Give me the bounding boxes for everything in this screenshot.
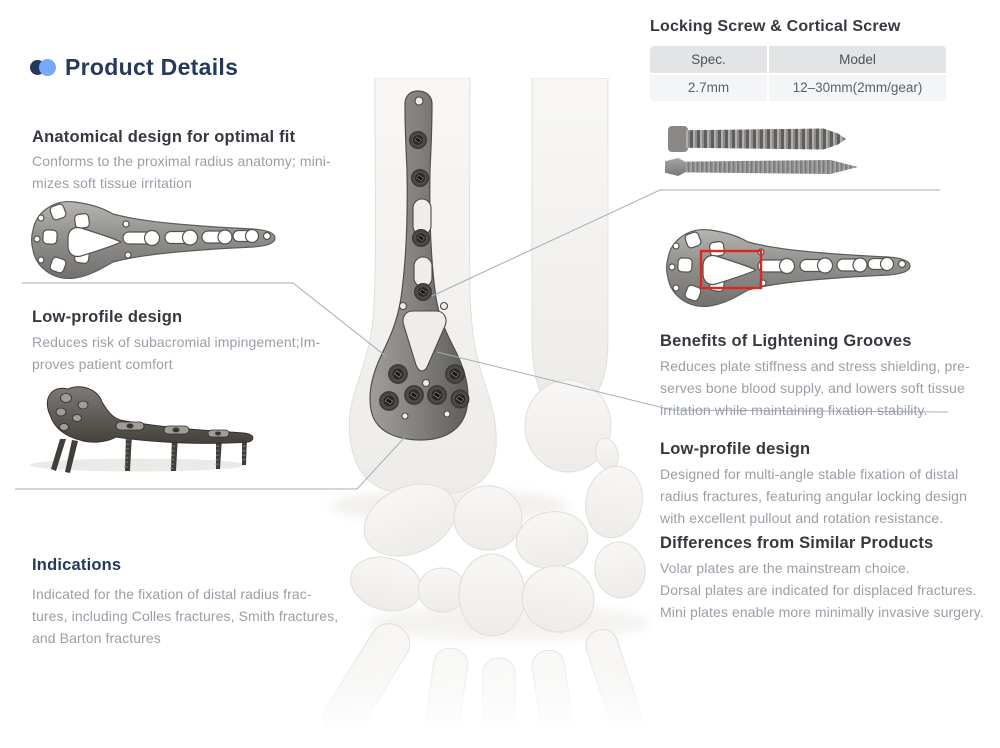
- table-header-row: Spec. Model: [650, 46, 946, 73]
- heading-low-profile-left: Low-profile design: [32, 308, 183, 326]
- leader-side-plate: [15, 436, 406, 490]
- body-line: Volar plates are the mainstream choice.: [660, 560, 910, 576]
- body-line: Reduces risk of subacromial impingement;…: [32, 334, 321, 350]
- cortical-screw-image: [665, 157, 859, 177]
- leader-anatomical-plate: [22, 282, 388, 358]
- body-line: mizes soft tissue irritation: [32, 175, 192, 191]
- text-low-profile-left: Reduces risk of subacromial impingement;…: [32, 331, 352, 375]
- body-line: with excellent pullout and rotation resi…: [660, 510, 944, 526]
- volar-plate-top-view-image: [30, 201, 276, 279]
- body-line: proves patient comfort: [32, 356, 173, 372]
- page-header: Product Details: [30, 50, 238, 84]
- ulna-head: [524, 379, 612, 473]
- product-details-icon: [30, 58, 58, 76]
- body-line: irritation while maintaining fixation st…: [660, 402, 928, 418]
- heading-indications: Indications: [32, 556, 122, 574]
- body-line: radius fractures, featuring angular lock…: [660, 488, 967, 504]
- text-indications: Indicated for the fixation of distal rad…: [32, 583, 362, 649]
- table-cell-model: 12–30mm(2mm/gear): [769, 75, 946, 101]
- heading-low-profile-right: Low-profile design: [660, 440, 811, 458]
- table-row: 2.7mm 12–30mm(2mm/gear): [650, 75, 946, 101]
- leader-grooves: [436, 351, 949, 413]
- table-header-spec: Spec.: [650, 46, 767, 73]
- wrist-anatomy-illustration: [320, 78, 680, 748]
- locking-screw-image: [668, 126, 848, 152]
- table-header-model: Model: [769, 46, 946, 73]
- bottom-fade: [320, 634, 680, 748]
- table-cell-spec: 2.7mm: [650, 75, 767, 101]
- cortical-screw-shaft: [686, 160, 858, 174]
- plate-cutouts: [398, 96, 451, 420]
- body-line: Indicated for the fixation of distal rad…: [32, 586, 312, 602]
- plate-groove-highlight-image: [665, 229, 911, 307]
- body-line: Dorsal plates are indicated for displace…: [660, 582, 977, 598]
- locking-screw-shaft: [686, 128, 846, 150]
- leader-screws: [431, 189, 940, 297]
- heading-screws: Locking Screw & Cortical Screw: [650, 18, 901, 35]
- heading-anatomical-design: Anatomical design for optimal fit: [32, 128, 296, 146]
- text-benefits: Reduces plate stiffness and stress shiel…: [660, 355, 970, 421]
- body-line: serves bone blood supply, and lowers sof…: [660, 380, 965, 396]
- cortical-screw-head: [665, 158, 689, 176]
- page-title: Product Details: [65, 53, 239, 80]
- body-line: Designed for multi-angle stable fixation…: [660, 466, 959, 482]
- carpal-bones: [350, 465, 646, 637]
- text-differences: Volar plates are the mainstream choice. …: [660, 557, 990, 623]
- light-dot-icon: [39, 59, 56, 76]
- groove-highlight-box: [699, 249, 763, 290]
- heading-benefits: Benefits of Lightening Grooves: [660, 332, 912, 350]
- screw-spec-table: Spec. Model 2.7mm 12–30mm(2mm/gear): [650, 46, 946, 103]
- text-low-profile-right: Designed for multi-angle stable fixation…: [660, 463, 980, 529]
- body-line: and Barton fractures: [32, 630, 161, 646]
- body-line: Reduces plate stiffness and stress shiel…: [660, 358, 970, 374]
- body-line: Mini plates enable more minimally invasi…: [660, 604, 984, 620]
- text-anatomical-design: Conforms to the proximal radius anatomy;…: [32, 150, 352, 194]
- heading-differences: Differences from Similar Products: [660, 534, 934, 552]
- body-line: Conforms to the proximal radius anatomy;…: [32, 153, 331, 169]
- locking-screw-head: [668, 126, 688, 152]
- plate-side-view-image: [30, 386, 254, 473]
- body-line: tures, including Colles fractures, Smith…: [32, 608, 339, 624]
